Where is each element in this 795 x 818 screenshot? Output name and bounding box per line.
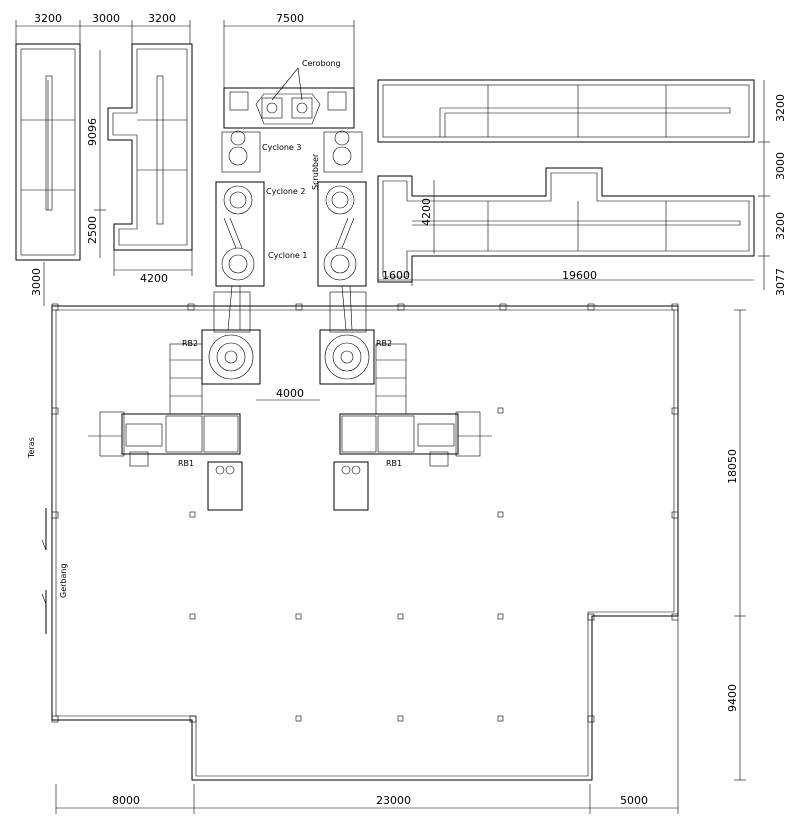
dim-label: 3200 bbox=[774, 212, 787, 240]
cyclone1-label: Cyclone 1 bbox=[268, 251, 307, 260]
rb1-left-label: RB1 bbox=[178, 459, 194, 468]
dim-label: 7500 bbox=[276, 12, 304, 25]
dim-label: 3000 bbox=[92, 12, 120, 25]
equipment-rb1-left bbox=[88, 411, 243, 511]
equipment-rb1-right bbox=[333, 411, 492, 511]
dimension-lines-top-right bbox=[378, 80, 770, 290]
dim-label: 2500 bbox=[86, 216, 99, 244]
storage-block-right-top bbox=[377, 79, 755, 143]
dim-label: 3000 bbox=[774, 152, 787, 180]
dim-label: 4200 bbox=[140, 272, 168, 285]
equipment-rb2-right bbox=[319, 291, 407, 415]
dimension-lines-main bbox=[55, 309, 746, 814]
scrubber-label: Scrubber bbox=[311, 153, 320, 190]
rb1-right-label: RB1 bbox=[386, 459, 402, 468]
dim-label: 4200 bbox=[420, 198, 433, 226]
teras-label: Teras bbox=[27, 437, 36, 459]
dim-label: 9096 bbox=[86, 118, 99, 146]
dim-label: 18050 bbox=[726, 449, 739, 484]
rb2-left-label: RB2 bbox=[182, 339, 198, 348]
dim-label: 8000 bbox=[112, 794, 140, 807]
cyclone3-label: Cyclone 3 bbox=[262, 143, 301, 152]
dim-label: 23000 bbox=[376, 794, 411, 807]
dim-label: 3200 bbox=[774, 94, 787, 122]
dim-label: 9400 bbox=[726, 684, 739, 712]
dim-label: 3000 bbox=[30, 268, 43, 296]
gate-marks bbox=[41, 508, 47, 634]
rb2-right-label: RB2 bbox=[376, 339, 392, 348]
storage-block-middle bbox=[107, 43, 193, 251]
dim-label: 4000 bbox=[276, 387, 304, 400]
dim-label: 3077 bbox=[774, 268, 787, 296]
cerobong-unit bbox=[223, 20, 355, 129]
dim-label: 3200 bbox=[148, 12, 176, 25]
cerobong-label: Cerobong bbox=[302, 59, 341, 68]
cyclone-column-right bbox=[317, 130, 367, 331]
building-walls bbox=[51, 303, 679, 781]
dim-label: 19600 bbox=[562, 269, 597, 282]
storage-block-left bbox=[15, 43, 81, 261]
gerbang-label: Gerbang bbox=[59, 563, 68, 598]
dim-label: 1600 bbox=[382, 269, 410, 282]
dimension-lines-top-left bbox=[15, 20, 193, 306]
cyclone2-label: Cyclone 2 bbox=[266, 187, 305, 196]
cyclone-column-left bbox=[215, 130, 265, 331]
dim-label: 5000 bbox=[620, 794, 648, 807]
column-markers bbox=[189, 407, 504, 722]
storage-block-right-bottom bbox=[377, 167, 755, 283]
dim-label: 3200 bbox=[34, 12, 62, 25]
